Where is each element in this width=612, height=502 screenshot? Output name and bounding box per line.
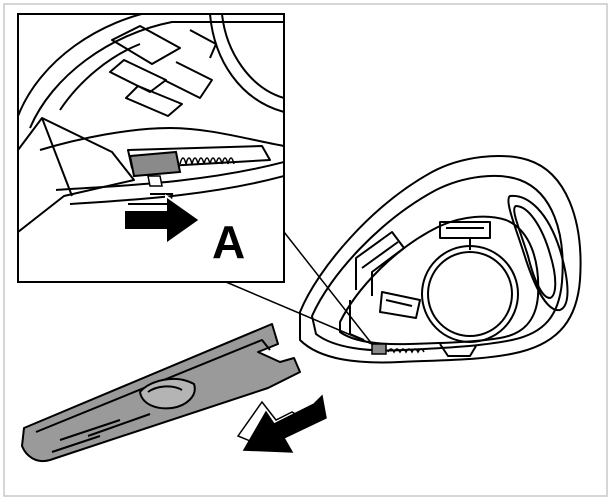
- arrow-down-left-icon: [236, 394, 327, 453]
- detail-callout-box: A: [17, 13, 285, 283]
- spring-detail: [179, 157, 235, 165]
- release-tool: [21, 323, 301, 462]
- arrow-right-icon: [123, 193, 202, 246]
- callout-label-a: A: [212, 216, 245, 268]
- fob-latch-spring: [371, 343, 425, 355]
- callout-leader-lines: [225, 231, 373, 345]
- latch-detail: [128, 150, 182, 178]
- outer-border: [3, 3, 608, 497]
